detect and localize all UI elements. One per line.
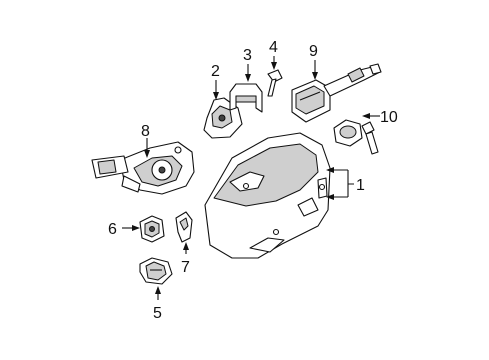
leader-10 bbox=[362, 113, 380, 119]
leader-5 bbox=[155, 286, 161, 300]
leader-9 bbox=[312, 60, 318, 80]
ignition-cylinder-part-10 bbox=[333, 119, 379, 155]
connector-part-5 bbox=[139, 257, 173, 285]
combination-switch-part-8 bbox=[91, 141, 195, 195]
callout-10: 10 bbox=[380, 109, 398, 126]
leader-1 bbox=[326, 167, 354, 200]
callout-4: 4 bbox=[269, 39, 278, 56]
clamp-part-3 bbox=[229, 83, 263, 113]
leader-6 bbox=[122, 225, 140, 231]
column-cover-part-1 bbox=[204, 132, 331, 259]
callout-8: 8 bbox=[141, 123, 150, 140]
callout-3: 3 bbox=[243, 47, 252, 64]
leader-3 bbox=[245, 64, 251, 82]
sensor-part-6 bbox=[139, 215, 165, 243]
bolt-part-4 bbox=[267, 69, 283, 97]
callout-6: 6 bbox=[108, 221, 117, 238]
callout-7: 7 bbox=[181, 259, 190, 276]
leader-2 bbox=[213, 80, 219, 100]
callout-1: 1 bbox=[356, 177, 365, 194]
clip-part-7 bbox=[175, 211, 193, 243]
leader-7 bbox=[183, 242, 189, 254]
wiper-switch-part-9 bbox=[291, 63, 382, 123]
callout-9: 9 bbox=[309, 43, 318, 60]
callout-5: 5 bbox=[153, 305, 162, 322]
leader-4 bbox=[271, 56, 277, 70]
callout-2: 2 bbox=[211, 63, 220, 80]
leader-8 bbox=[144, 138, 150, 158]
